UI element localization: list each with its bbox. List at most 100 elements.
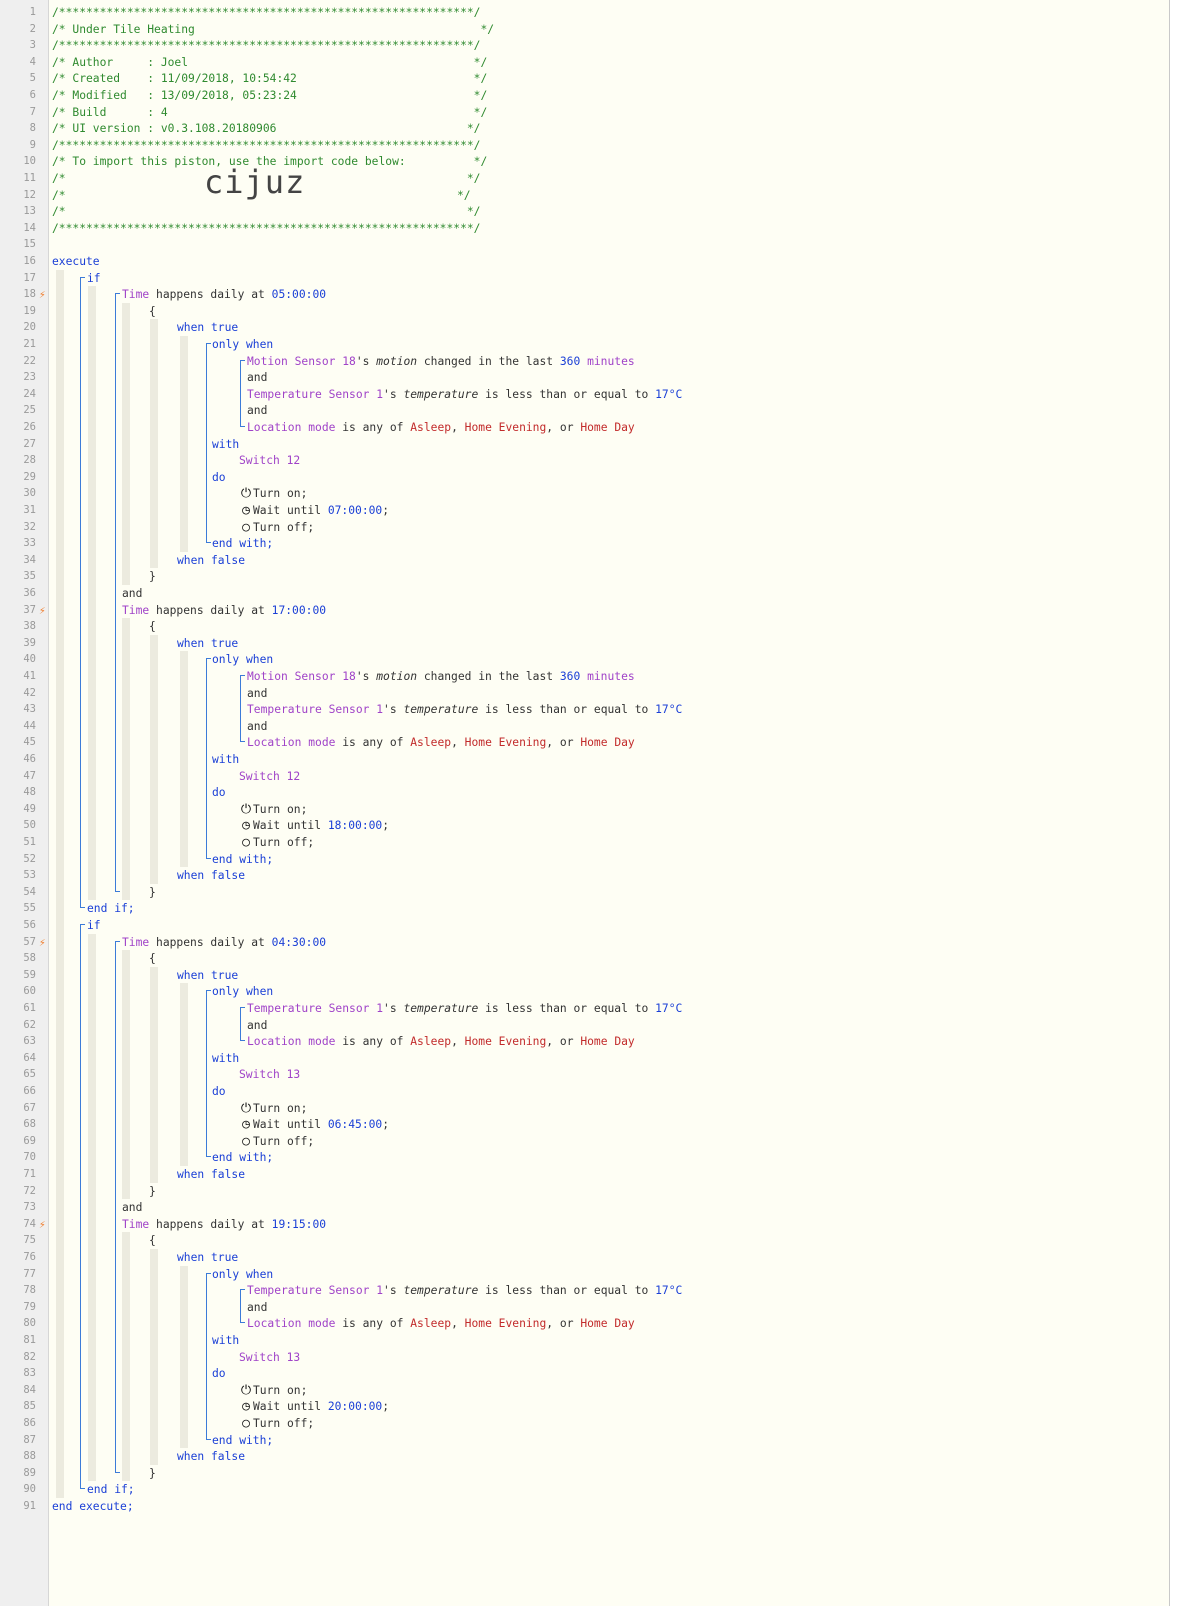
power-icon: ⏻ — [240, 1100, 252, 1116]
action-turn-on[interactable]: ⏻Turn on; — [239, 1100, 308, 1117]
header-comment[interactable]: /* Modified : 13/09/2018, 05:23:24 */ — [52, 87, 487, 104]
when-true[interactable]: when true — [177, 635, 238, 652]
action-wait[interactable]: ◷Wait until 20:00:00; — [239, 1398, 389, 1415]
do-keyword[interactable]: do — [212, 784, 226, 801]
import-code[interactable]: cijuz — [204, 162, 306, 201]
action-turn-on[interactable]: ⏻Turn on; — [239, 1382, 308, 1399]
only-when[interactable]: only when — [212, 983, 273, 1000]
header-comment[interactable]: /***************************************… — [52, 137, 480, 154]
action-turn-off[interactable]: ○Turn off; — [239, 1133, 314, 1150]
bracket-line — [206, 343, 207, 543]
when-false[interactable]: when false — [177, 867, 245, 884]
brace[interactable]: { — [149, 303, 156, 320]
action-wait[interactable]: ◷Wait until 07:00:00; — [239, 502, 389, 519]
with-device[interactable]: Switch 13 — [239, 1349, 300, 1366]
brace[interactable]: } — [149, 1465, 156, 1482]
end-with[interactable]: end with; — [212, 1149, 273, 1166]
trigger-condition[interactable]: Time happens daily at 04:30:00 — [122, 934, 326, 951]
do-keyword[interactable]: do — [212, 469, 226, 486]
header-comment[interactable]: /* — [52, 187, 66, 204]
end-execute[interactable]: end execute; — [52, 1498, 134, 1515]
code-token: is less than or equal to — [478, 387, 656, 401]
trigger-condition[interactable]: Time happens daily at 05:00:00 — [122, 286, 326, 303]
with-keyword[interactable]: with — [212, 751, 239, 768]
with-keyword[interactable]: with — [212, 1332, 239, 1349]
with-keyword[interactable]: with — [212, 436, 239, 453]
condition[interactable]: Temperature Sensor 1's temperature is le… — [247, 1000, 682, 1017]
with-device[interactable]: Switch 13 — [239, 1066, 300, 1083]
brace[interactable]: { — [149, 618, 156, 635]
brace[interactable]: } — [149, 884, 156, 901]
with-keyword[interactable]: with — [212, 1050, 239, 1067]
header-comment[interactable]: /* To import this piston, use the import… — [52, 153, 487, 170]
when-false[interactable]: when false — [177, 552, 245, 569]
action-wait[interactable]: ◷Wait until 06:45:00; — [239, 1116, 389, 1133]
condition[interactable]: Temperature Sensor 1's temperature is le… — [247, 1282, 682, 1299]
condition[interactable]: Temperature Sensor 1's temperature is le… — [247, 386, 682, 403]
header-comment[interactable]: /* Under Tile Heating */ — [52, 21, 494, 38]
condition[interactable]: Location mode is any of Asleep, Home Eve… — [247, 1315, 635, 1332]
trigger-condition[interactable]: Time happens daily at 19:15:00 — [122, 1216, 326, 1233]
execute-block[interactable]: execute — [52, 253, 100, 270]
when-true[interactable]: when true — [177, 1249, 238, 1266]
with-device[interactable]: Switch 12 — [239, 452, 300, 469]
action-turn-off[interactable]: ○Turn off; — [239, 1415, 314, 1432]
end-with[interactable]: end with; — [212, 851, 273, 868]
action-turn-on[interactable]: ⏻Turn on; — [239, 485, 308, 502]
and-operator[interactable]: and — [247, 718, 267, 735]
line-number: 67 — [23, 1101, 36, 1114]
code-token: end execute; — [52, 1500, 134, 1513]
if-keyword[interactable]: if — [87, 917, 101, 934]
brace[interactable]: { — [149, 950, 156, 967]
if-keyword[interactable]: if — [87, 270, 101, 287]
header-comment[interactable]: /***************************************… — [52, 37, 480, 54]
and-operator[interactable]: and — [247, 685, 267, 702]
when-false[interactable]: when false — [177, 1448, 245, 1465]
header-comment[interactable]: /* UI version : v0.3.108.20180906 */ — [52, 120, 480, 137]
only-when[interactable]: only when — [212, 336, 273, 353]
end-if[interactable]: end if; — [87, 1481, 135, 1498]
line-number: 37 — [23, 603, 36, 616]
header-comment[interactable]: /* Build : 4 */ — [52, 104, 487, 121]
when-false[interactable]: when false — [177, 1166, 245, 1183]
action-turn-off[interactable]: ○Turn off; — [239, 834, 314, 851]
do-keyword[interactable]: do — [212, 1083, 226, 1100]
condition[interactable]: Motion Sensor 18's motion changed in the… — [247, 353, 635, 370]
code-token: 's — [355, 670, 377, 683]
header-comment[interactable]: /***************************************… — [52, 220, 480, 237]
brace[interactable]: } — [149, 1183, 156, 1200]
when-true[interactable]: when true — [177, 967, 238, 984]
code-token: motion — [376, 670, 418, 683]
trigger-condition[interactable]: Time happens daily at 17:00:00 — [122, 602, 326, 619]
do-keyword[interactable]: do — [212, 1365, 226, 1382]
action-turn-off[interactable]: ○Turn off; — [239, 519, 314, 536]
condition[interactable]: Location mode is any of Asleep, Home Eve… — [247, 734, 635, 751]
and-operator[interactable]: and — [122, 585, 142, 602]
header-comment[interactable]: /* */ — [52, 170, 480, 187]
header-comment[interactable]: /* Created : 11/09/2018, 10:54:42 */ — [52, 70, 487, 87]
header-comment[interactable]: /***************************************… — [52, 4, 480, 21]
header-comment[interactable]: /* */ — [52, 203, 480, 220]
brace[interactable]: { — [149, 1232, 156, 1249]
and-operator[interactable]: and — [247, 1017, 267, 1034]
condition[interactable]: Location mode is any of Asleep, Home Eve… — [247, 419, 635, 436]
end-with[interactable]: end with; — [212, 1432, 273, 1449]
only-when[interactable]: only when — [212, 1266, 273, 1283]
line-number: 20 — [23, 321, 36, 334]
condition[interactable]: Location mode is any of Asleep, Home Eve… — [247, 1033, 635, 1050]
action-wait[interactable]: ◷Wait until 18:00:00; — [239, 817, 389, 834]
when-true[interactable]: when true — [177, 319, 238, 336]
and-operator[interactable]: and — [122, 1199, 142, 1216]
with-device[interactable]: Switch 12 — [239, 768, 300, 785]
brace[interactable]: } — [149, 568, 156, 585]
and-operator[interactable]: and — [247, 402, 267, 419]
end-with[interactable]: end with; — [212, 535, 273, 552]
and-operator[interactable]: and — [247, 369, 267, 386]
condition[interactable]: Motion Sensor 18's motion changed in the… — [247, 668, 635, 685]
and-operator[interactable]: and — [247, 1299, 267, 1316]
header-comment[interactable]: /* Author : Joel */ — [52, 54, 487, 71]
action-turn-on[interactable]: ⏻Turn on; — [239, 801, 308, 818]
only-when[interactable]: only when — [212, 651, 273, 668]
end-if[interactable]: end if; — [87, 900, 135, 917]
condition[interactable]: Temperature Sensor 1's temperature is le… — [247, 701, 682, 718]
